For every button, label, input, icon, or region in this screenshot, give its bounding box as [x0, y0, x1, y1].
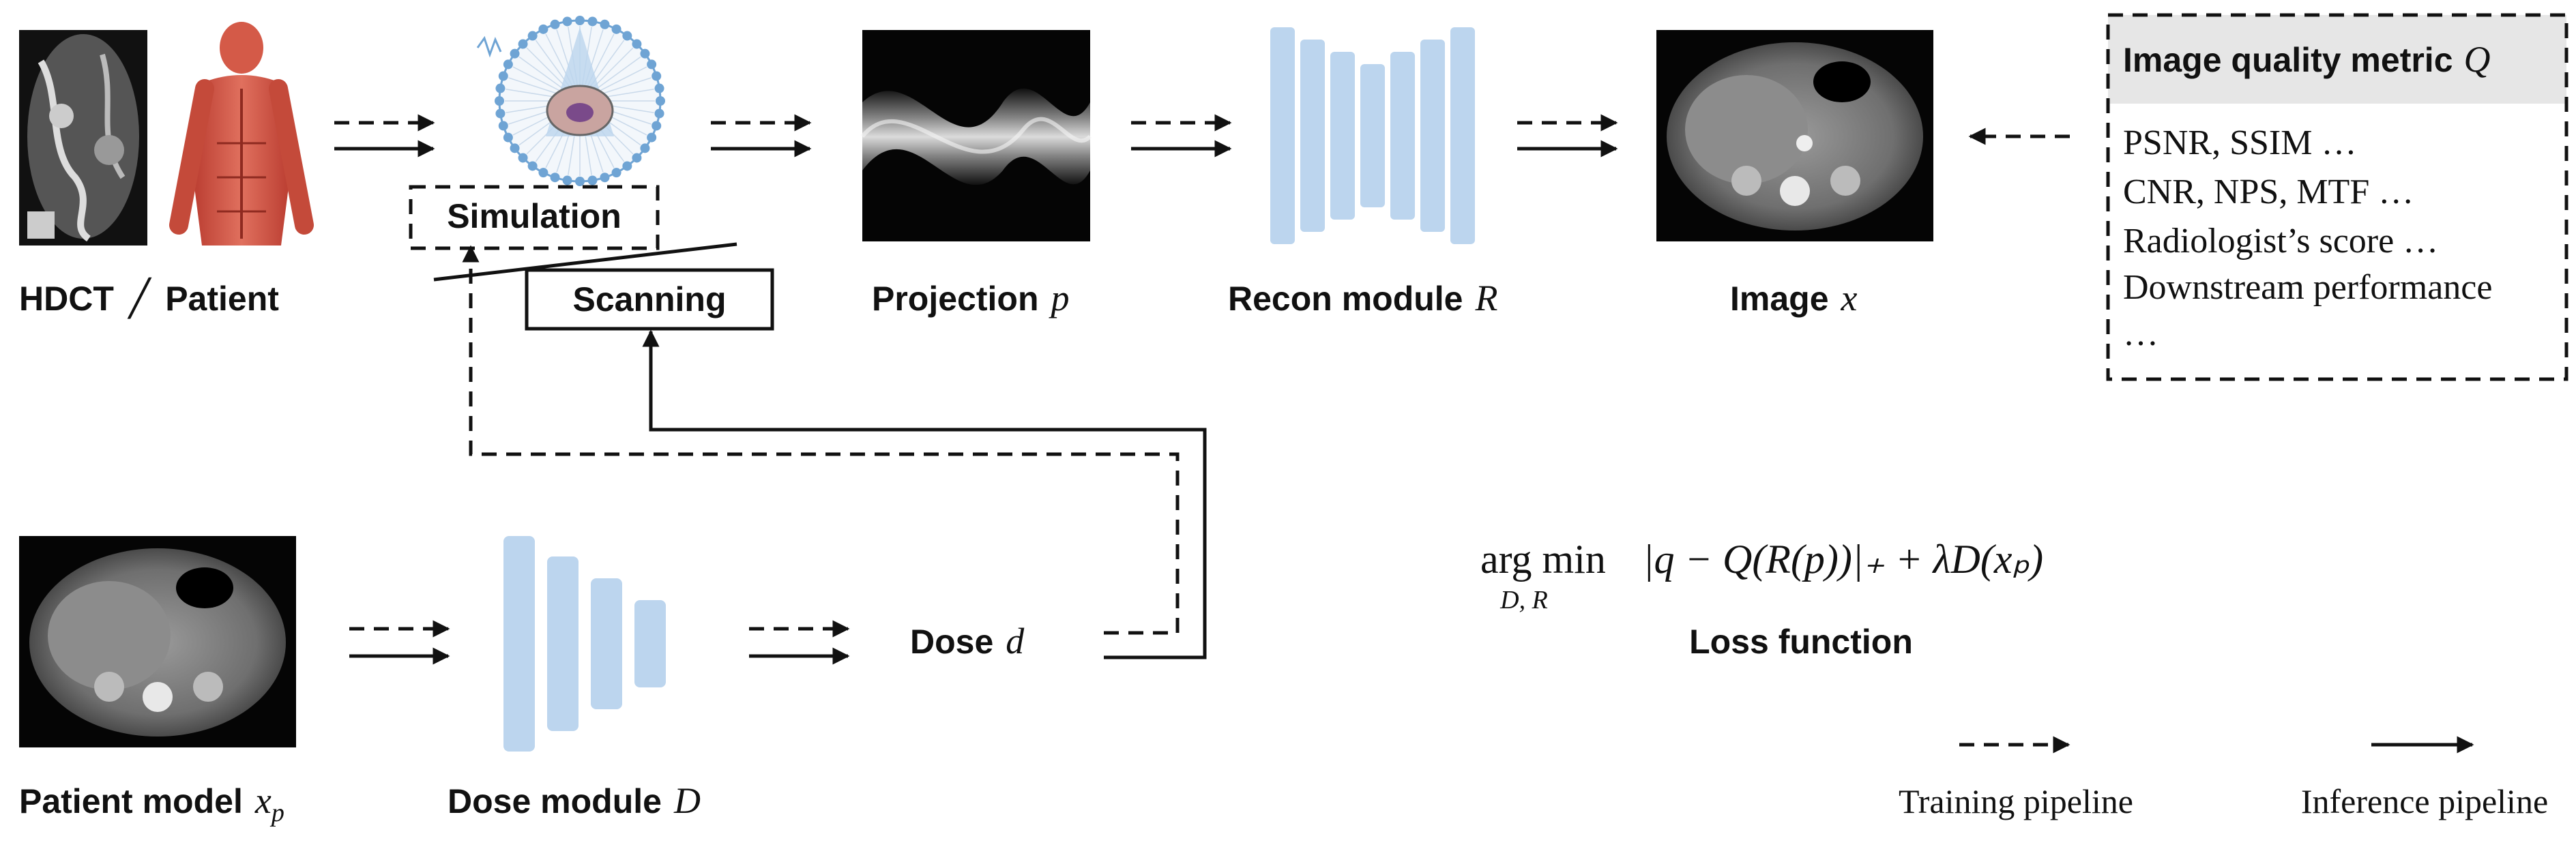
detector-dot: [611, 24, 621, 34]
detector-dot: [498, 121, 508, 131]
loss-operator-sub: D, R: [1499, 586, 1548, 614]
hdct-patient-label: HDCT ╱ Patient: [19, 277, 279, 319]
detector-dot: [640, 143, 650, 153]
detector-dot: [587, 16, 598, 27]
detector-dot: [495, 108, 506, 119]
detector-dot: [654, 83, 664, 93]
ct-coronal-scan-icon: [19, 30, 147, 246]
detector-dot: [538, 168, 548, 178]
patient-model-label: Patient model xp: [19, 780, 284, 827]
metric-item-3: Radiologist’s score …: [2123, 222, 2438, 261]
recon-module-label: Recon module R: [1228, 278, 1497, 318]
dose-label: Dose d: [910, 621, 1025, 662]
detector-dot: [632, 153, 642, 163]
legend-inference-label: Inference pipeline: [2301, 782, 2548, 820]
dose-to-simulation-arrow: [462, 245, 1180, 635]
metric-item-4: Downstream performance: [2123, 268, 2492, 307]
muscle-anatomy-figure-icon: [169, 22, 314, 246]
ct-scanner-ring-icon: [476, 16, 665, 186]
scanning-label: Scanning: [572, 280, 726, 318]
detector-dot: [600, 173, 610, 183]
detector-dot: [510, 48, 520, 59]
detector-dot: [656, 96, 665, 106]
detector-dot: [527, 161, 538, 171]
dose-module-network: [503, 536, 666, 752]
loss-function: arg min D, R |q − Q(R(p))|₊ + λD(xₚ) Los…: [1480, 537, 2043, 661]
simulation-box: [409, 185, 660, 250]
metric-item-2: CNR, NPS, MTF …: [2123, 173, 2414, 211]
loss-function-label: Loss function: [1689, 623, 1913, 661]
detector-dot: [538, 24, 548, 34]
detector-dot: [510, 143, 520, 153]
image-label: Image x: [1730, 278, 1858, 318]
detector-dot: [550, 173, 560, 183]
detector-dot: [632, 39, 642, 49]
detector-dot: [654, 108, 664, 119]
metric-item-1: PSNR, SSIM …: [2123, 123, 2356, 162]
separator-line: [433, 242, 737, 282]
detector-dot: [600, 19, 610, 29]
recon-module-network: [1270, 27, 1475, 244]
simulation-label: Simulation: [447, 197, 621, 235]
projection-label: Projection p: [872, 278, 1069, 318]
detector-dot: [495, 83, 506, 93]
sinogram-image-icon: [860, 30, 1092, 241]
detector-dot: [503, 59, 513, 70]
ct-axial-slice-icon: [1656, 30, 1933, 241]
detector-dot: [587, 175, 598, 185]
image-quality-metric-box: Image quality metric Q PSNR, SSIM … CNR,…: [2106, 13, 2568, 381]
detector-dot: [647, 132, 657, 143]
detector-dot: [562, 16, 572, 27]
detector-dot: [647, 59, 657, 70]
dose-module-label: Dose module D: [448, 780, 701, 821]
detector-dot: [503, 132, 513, 143]
detector-dot: [518, 153, 528, 163]
legend-training-label: Training pipeline: [1899, 782, 2133, 820]
detector-dot: [550, 19, 560, 29]
detector-dot: [575, 16, 585, 25]
detector-dot: [518, 39, 528, 49]
detector-dot: [495, 96, 504, 106]
detector-dot: [575, 177, 585, 186]
loss-operator: arg min: [1480, 537, 1606, 582]
loss-expression: |q − Q(R(p))|₊ + λD(xₚ): [1643, 537, 2043, 582]
metric-item-5: …: [2123, 314, 2158, 353]
detector-dot: [652, 121, 662, 131]
detector-dot: [611, 168, 621, 178]
detector-dot: [640, 48, 650, 59]
detector-dot: [562, 175, 572, 185]
detector-dot: [652, 71, 662, 81]
metric-title: Image quality metric Q: [2123, 39, 2491, 80]
patient-model-ct-icon: [19, 536, 296, 747]
scanning-box: [525, 268, 774, 331]
detector-dot: [622, 161, 632, 171]
detector-dot: [498, 71, 508, 81]
detector-dot: [622, 31, 632, 41]
detector-dot: [527, 31, 538, 41]
dose-to-scanning-arrow: [642, 329, 1207, 659]
